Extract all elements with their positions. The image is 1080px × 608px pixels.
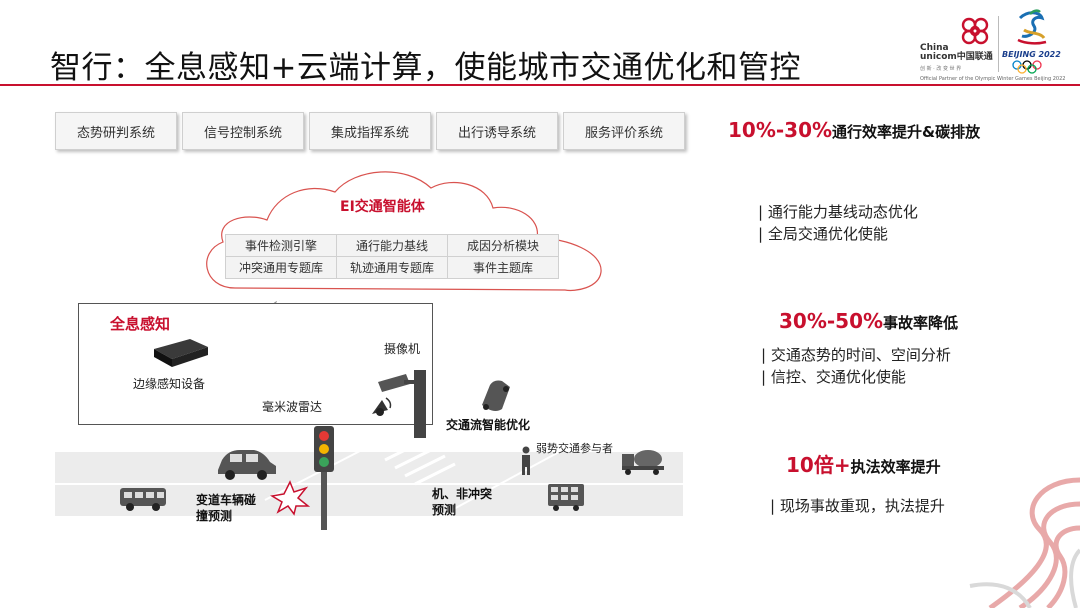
ei-row: 事件检测引擎 通行能力基线 成因分析模块 — [226, 235, 559, 257]
ei-agent-title: EI交通智能体 — [340, 196, 425, 216]
title-divider — [0, 84, 1080, 86]
unicom-name-line2: unicom中国联通 — [920, 53, 993, 62]
ei-cell: 轨迹通用专题库 — [337, 257, 448, 279]
beijing-2022-text: BEIJING 2022 — [1002, 50, 1061, 59]
beijing-2022-emblem-icon — [1010, 8, 1056, 52]
ei-row: 冲突通用专题库 轨迹通用专题库 事件主题库 — [226, 257, 559, 279]
ei-module-table: 事件检测引擎 通行能力基线 成因分析模块 冲突通用专题库 轨迹通用专题库 事件主… — [225, 234, 559, 279]
car-side-icon — [214, 446, 278, 482]
ei-cell: 事件检测引擎 — [226, 235, 337, 257]
stat-accident-desc-2: | 信控、交通优化使能 — [761, 366, 906, 388]
collision-label-line2: 撞预测 — [196, 508, 232, 524]
perception-title: 全息感知 — [110, 313, 170, 334]
corner-decoration — [930, 470, 1080, 608]
ei-cell: 通行能力基线 — [337, 235, 448, 257]
stat-efficiency-label: 通行效率提升&碳排放 — [832, 123, 980, 141]
logo-divider — [998, 16, 999, 72]
conflict-label-line2: 预测 — [432, 502, 456, 518]
page-title: 智行：全息感知+云端计算，使能城市交通优化和管控 — [50, 42, 801, 87]
system-travel-guidance: 出行诱导系统 — [436, 112, 558, 150]
stat-enforcement-value: 10倍+ — [786, 453, 851, 477]
stat-accident-desc-1: | 交通态势的时间、空间分析 — [761, 344, 951, 366]
ei-cell: 成因分析模块 — [448, 235, 559, 257]
conflict-label-line1: 机、非冲突 — [432, 486, 492, 502]
cloud-shape — [195, 160, 615, 300]
pedestrian-icon — [517, 446, 535, 476]
stat-accident: 30%-50%事故率降低 — [779, 309, 958, 333]
stat-efficiency-desc-2: | 全局交通优化使能 — [758, 223, 888, 245]
collision-burst-icon — [270, 480, 310, 516]
edge-device-icon — [150, 335, 212, 371]
system-situation-analysis: 态势研判系统 — [55, 112, 177, 150]
unicom-slogan: 创 新 · 改 变 世 界 — [920, 65, 961, 72]
ei-cell: 冲突通用专题库 — [226, 257, 337, 279]
system-command: 集成指挥系统 — [309, 112, 431, 150]
stat-enforcement: 10倍+执法效率提升 — [786, 449, 941, 478]
ei-cell: 事件主题库 — [448, 257, 559, 279]
traffic-flow-label: 交通流智能优化 — [446, 417, 530, 433]
logo-area: China unicom中国联通 创 新 · 改 变 世 界 BEIJING 2… — [918, 8, 1068, 84]
bus-icon — [118, 484, 168, 512]
system-signal-control: 信号控制系统 — [182, 112, 304, 150]
stat-efficiency-value: 10%-30% — [728, 118, 832, 142]
edge-device-label: 边缘感知设备 — [133, 375, 205, 392]
stat-efficiency: 10%-30%通行效率提升&碳排放 — [728, 118, 980, 142]
car-topdown-icon — [476, 375, 516, 413]
system-service-evaluation: 服务评价系统 — [563, 112, 685, 150]
stat-accident-label: 事故率降低 — [883, 314, 958, 332]
stat-efficiency-desc-1: | 通行能力基线动态优化 — [758, 201, 918, 223]
stat-enforcement-desc-1: | 现场事故重现，执法提升 — [770, 495, 945, 517]
partner-text: Official Partner of the Olympic Winter G… — [920, 76, 1065, 82]
traffic-light-icon — [312, 424, 336, 532]
camera-pole-icon — [376, 368, 436, 440]
unicom-knot-logo-icon — [956, 14, 994, 48]
vulnerable-label: 弱势交通参与者 — [536, 440, 613, 456]
stat-enforcement-label: 执法效率提升 — [851, 458, 941, 476]
double-decker-bus-icon — [546, 482, 586, 512]
mixer-truck-icon — [620, 444, 666, 476]
olympic-rings-icon — [1010, 60, 1050, 74]
collision-label-line1: 变道车辆碰 — [196, 492, 256, 508]
radar-label: 毫米波雷达 — [262, 398, 322, 415]
camera-label: 摄像机 — [384, 340, 420, 357]
stat-accident-value: 30%-50% — [779, 309, 883, 333]
